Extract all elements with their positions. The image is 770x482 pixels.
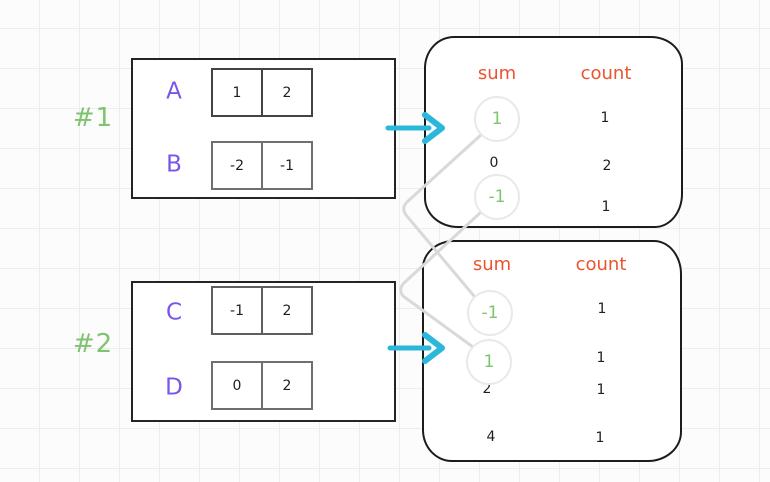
count-value: 1 <box>595 430 605 446</box>
sum-header: sum <box>472 254 512 275</box>
highlight-circle-sum: 1 <box>474 96 520 142</box>
example-2-label: #2 <box>72 329 114 359</box>
array-name-D: D <box>165 374 183 401</box>
count-header: count <box>575 254 627 275</box>
count-header: count <box>580 63 632 84</box>
example-2-result-table <box>422 240 682 462</box>
array-cell: 2 <box>261 70 311 115</box>
array-B-cells: -2 -1 <box>211 141 313 190</box>
highlight-circle-sum: -1 <box>474 174 520 220</box>
array-name-C: C <box>165 299 183 326</box>
array-cell: 2 <box>261 288 311 333</box>
example-1-label: #1 <box>72 103 114 133</box>
highlight-circle-sum: 1 <box>466 339 512 385</box>
sum-value: 2 <box>482 381 492 397</box>
sum-value: 4 <box>486 429 496 445</box>
sum-value: 0 <box>489 155 499 171</box>
count-value: 1 <box>597 301 607 317</box>
array-name-B: B <box>166 151 182 178</box>
count-value: 1 <box>601 199 611 215</box>
count-value: 1 <box>600 110 610 126</box>
example-1-result-table <box>424 36 683 228</box>
sum-header: sum <box>477 63 517 84</box>
count-value: 1 <box>596 382 606 398</box>
array-cell: -1 <box>230 302 244 319</box>
array-A-cells: 1 2 <box>211 68 313 117</box>
array-cell: -2 <box>230 157 244 174</box>
array-name-A: A <box>166 78 182 105</box>
array-cell: 0 <box>232 377 242 394</box>
count-value: 1 <box>596 350 606 366</box>
array-cell: 1 <box>232 84 242 101</box>
array-D-cells: 0 2 <box>211 361 313 410</box>
array-C-cells: -1 2 <box>211 286 313 335</box>
count-value: 2 <box>602 158 612 174</box>
array-cell: -1 <box>261 143 311 188</box>
highlight-circle-sum: -1 <box>467 290 513 336</box>
array-cell: 2 <box>261 363 311 408</box>
